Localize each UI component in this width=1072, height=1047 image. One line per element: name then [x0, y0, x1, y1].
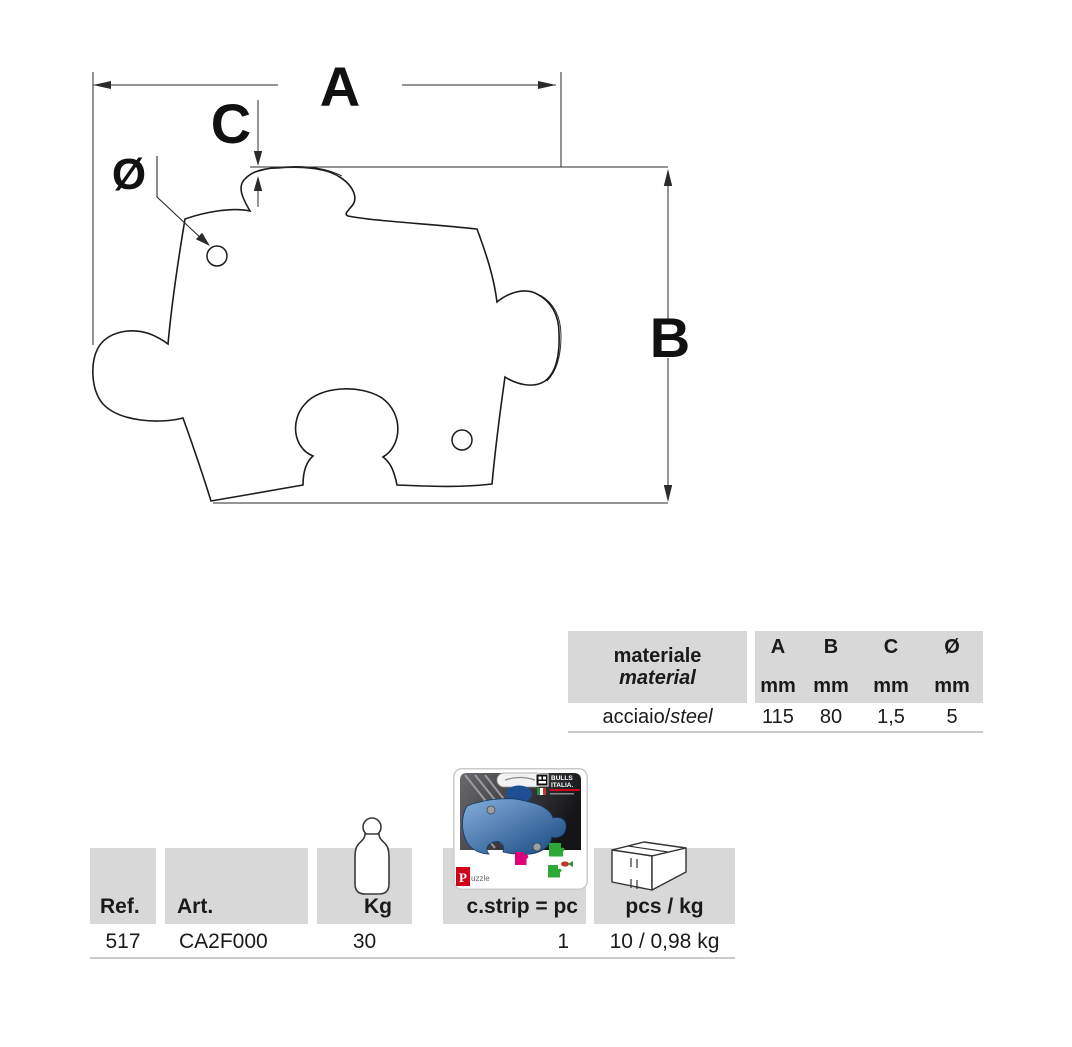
material-label-it: materiale — [613, 645, 702, 667]
col-header-A: A mm — [755, 631, 801, 703]
material-header-cell: materiale material — [568, 631, 747, 703]
col-header-diameter: Ø mm — [921, 631, 983, 703]
product-label-p: P — [459, 870, 467, 885]
col-header-C: C mm — [861, 631, 921, 703]
material-table: materiale material A mm B mm C mm Ø mm — [568, 631, 983, 736]
dim-label-height: B — [650, 306, 690, 369]
order-table-divider — [90, 957, 735, 959]
dim-label-thickness: C — [211, 92, 251, 155]
hole-top-left — [206, 245, 228, 267]
header-art: Art. — [165, 848, 308, 924]
col-header-B: B mm — [801, 631, 861, 703]
value-ref: 517 — [105, 930, 141, 953]
dimension-arrowheads — [93, 81, 673, 502]
brand-line2: ITALIA. — [551, 782, 573, 789]
small-puzzle-pieces — [515, 843, 573, 878]
col-letter-diameter: Ø — [944, 636, 960, 658]
value-B: 80 — [819, 706, 843, 728]
value-A: 115 — [762, 706, 794, 728]
weight-icon — [354, 817, 390, 895]
knob-edge-detail — [255, 166, 562, 382]
value-cstrip: 1 — [557, 930, 569, 953]
value-art: CA2F000 — [179, 930, 268, 953]
col-unit-C: mm — [873, 675, 909, 697]
puzzle-piece-outline — [92, 166, 560, 502]
carton-box-icon — [611, 841, 687, 891]
product-label-rest: uzzle — [471, 874, 490, 883]
material-value-it: acciaio/ — [602, 706, 671, 728]
blister-card-image: BULLS ITALIA. P — [453, 768, 588, 890]
technical-drawing: A C B Ø — [92, 55, 690, 504]
value-kg: 30 — [352, 930, 377, 953]
col-letter-B: B — [823, 636, 839, 658]
dim-label-width: A — [320, 55, 360, 118]
material-value: acciaio/steel — [568, 703, 747, 731]
blue-knob — [506, 785, 532, 803]
header-ref: Ref. — [90, 848, 156, 924]
col-letter-A: A — [770, 636, 786, 658]
screw-2 — [532, 842, 542, 852]
dimension-lines — [92, 72, 669, 504]
material-data-row: acciaio/steel 115 80 1,5 5 — [568, 703, 983, 731]
col-unit-B: mm — [813, 675, 849, 697]
col-letter-C: C — [883, 636, 899, 658]
dim-label-diameter: Ø — [112, 150, 146, 199]
material-label-en: material — [619, 667, 696, 689]
value-diameter: 5 — [946, 706, 958, 728]
brand-logo: BULLS ITALIA. — [535, 773, 580, 795]
dimension-values: 115 80 1,5 5 — [755, 703, 983, 731]
dimension-header-cells: A mm B mm C mm Ø mm — [755, 631, 983, 703]
order-table: Ref. Art. Kg c.strip = pc pcs / kg — [90, 760, 750, 970]
value-pcs: 10 / 0,98 kg — [609, 930, 720, 953]
col-unit-diameter: mm — [934, 675, 970, 697]
value-C: 1,5 — [877, 706, 905, 728]
product-label: P uzzle — [456, 867, 490, 886]
col-unit-A: mm — [760, 675, 796, 697]
material-value-en: steel — [670, 706, 713, 728]
brand-line1: BULLS — [551, 775, 573, 782]
screw-1 — [486, 805, 496, 815]
material-table-divider — [568, 731, 983, 733]
hole-bottom-right — [451, 429, 473, 451]
